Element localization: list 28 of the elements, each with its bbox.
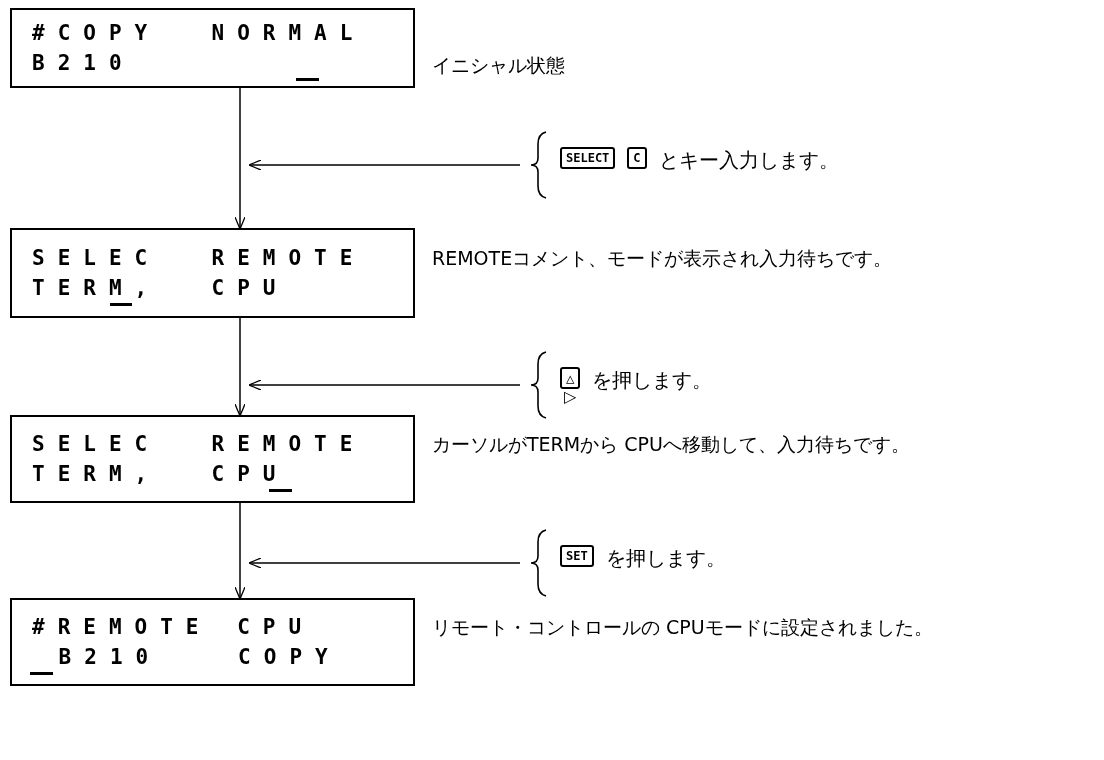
step-description: REMOTEコメント、モードが表示され入力待ちです。 <box>432 246 894 271</box>
step-description: カーソルがTERMから CPUへ移動して、入力待ちです。 <box>432 432 911 457</box>
display-panel <box>10 228 415 318</box>
display-text: TERM, CPU <box>32 461 289 487</box>
arrow <box>234 317 246 417</box>
display-text: #REMOTE CPU <box>32 614 315 640</box>
step-description: イニシャル状態 <box>432 53 566 78</box>
arrow <box>248 557 521 569</box>
display-panel <box>10 8 415 88</box>
display-text: SELEC REMOTE <box>32 431 366 457</box>
display-text: #COPY NORMAL <box>32 20 366 46</box>
display-text: B210 COPY <box>58 644 341 670</box>
key-icon: SELECT <box>560 147 616 169</box>
display-panel <box>10 415 415 503</box>
display-text: TERM, CPU <box>32 275 289 301</box>
arrow <box>248 379 521 391</box>
display-text: SELEC REMOTE <box>32 245 366 271</box>
display-panel <box>10 598 415 686</box>
arrow <box>248 159 521 171</box>
instruction-text: とキー入力します。 <box>658 147 839 174</box>
instruction-text: を押します。 <box>605 545 726 572</box>
step-description: リモート・コントロールの CPUモードに設定されました。 <box>432 615 934 640</box>
arrow <box>234 87 246 230</box>
arrow <box>234 502 246 600</box>
key-icon: C <box>627 147 647 169</box>
key-icon: SET <box>560 545 594 567</box>
display-text: B210 <box>32 50 135 76</box>
instruction-text: を押します。 <box>592 367 713 394</box>
